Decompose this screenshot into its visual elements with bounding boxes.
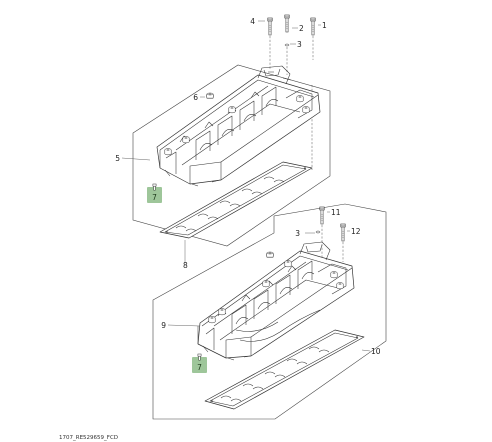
callout-3-top: 3: [297, 40, 302, 49]
callout-9: 9: [161, 321, 166, 330]
part-7-upper-marker: 7: [147, 183, 162, 203]
upper-frame: [132, 64, 331, 247]
callout-3-mid: 3: [295, 229, 300, 238]
callout-1: 1: [322, 21, 327, 30]
drawing-code: 1707_RE529659_FCD: [59, 435, 118, 441]
part-7-lower-marker: 7: [192, 353, 207, 373]
part-7-upper-label: 7: [152, 193, 157, 202]
lower-assembly: 7: [152, 203, 387, 420]
callout-8: 8: [183, 261, 188, 270]
callout-5: 5: [115, 154, 120, 163]
nut-6: [206, 92, 214, 99]
bolt-11: [319, 206, 325, 225]
bolt-2: [284, 14, 290, 33]
washer-3-mid: [315, 230, 321, 234]
callout-4: 4: [250, 17, 255, 26]
bolt-4: [267, 17, 273, 36]
gasket-upper: [159, 161, 313, 239]
bolt-12: [340, 223, 346, 242]
part-7-lower-label: 7: [197, 363, 202, 372]
callout-2: 2: [299, 24, 304, 33]
valve-cover-lower: [197, 241, 355, 361]
lower-frame: [152, 203, 387, 420]
callout-12: 12: [351, 227, 361, 236]
gasket-lower: [204, 329, 365, 410]
washer-3-top: [284, 43, 290, 47]
nut-lower: [266, 251, 274, 258]
callout-11: 11: [331, 208, 341, 217]
callout-10: 10: [371, 347, 381, 356]
callout-6: 6: [193, 93, 198, 102]
valve-cover-upper: [156, 65, 321, 187]
upper-assembly: 7: [121, 14, 331, 263]
bolt-1: [310, 17, 316, 36]
